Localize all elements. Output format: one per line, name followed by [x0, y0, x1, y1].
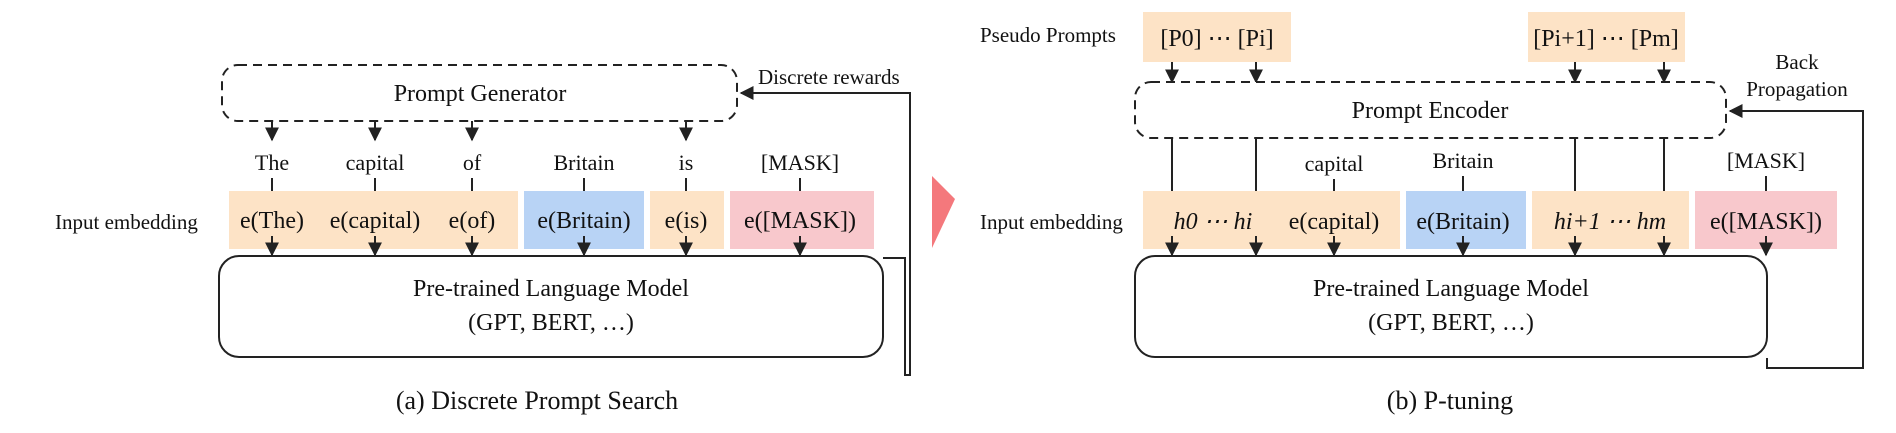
caption-b: (b) P-tuning: [1387, 386, 1513, 415]
prompt-encoder-box: [1134, 81, 1727, 139]
panel-b-p-tuning: Pseudo Prompts [P0] ⋯ [Pi] [Pi+1] ⋯ [Pm]…: [980, 12, 1864, 415]
discrete-rewards-label: Discrete rewards: [758, 65, 900, 89]
back-propagation-arrow: [1728, 104, 1864, 369]
embedding-bg-blue: [1406, 191, 1526, 249]
embedding-bg-pink: [730, 191, 874, 249]
feedback-arrow: [739, 86, 911, 376]
language-model-title: Pre-trained Language Model: [413, 276, 689, 302]
embedding-capital: e(capital): [330, 208, 421, 234]
word-britain: Britain: [1432, 148, 1493, 173]
embedding-of: e(of): [449, 208, 496, 234]
word-mask: [MASK]: [1727, 148, 1805, 173]
language-model-examples: (GPT, BERT, …): [1368, 310, 1534, 336]
word-of: of: [463, 150, 482, 175]
word-the: The: [255, 150, 289, 175]
transition-arrow: [932, 176, 955, 248]
word-capital: capital: [346, 150, 405, 175]
pseudo-prompts-label: Pseudo Prompts: [980, 23, 1116, 47]
panel-a-discrete-prompt-search: Prompt Generator Discrete rewards The ca…: [55, 64, 911, 415]
pseudo-prompt-box-left: [1143, 12, 1291, 62]
embedding-bg-orange: [1143, 191, 1400, 249]
embedding-is: e(is): [665, 208, 708, 234]
language-model-box: [218, 255, 884, 358]
language-model-box: [1134, 255, 1768, 358]
embedding-mask: e([MASK]): [744, 208, 856, 234]
word-mask: [MASK]: [761, 150, 839, 175]
prompt-generator-label: Prompt Generator: [394, 81, 567, 107]
back-propagation-label-line1: Back: [1775, 50, 1819, 74]
back-propagation-label-line2: Propagation: [1746, 77, 1848, 101]
embedding-h-left: h0 ⋯ hi: [1174, 209, 1253, 235]
prompt-encoder-label: Prompt Encoder: [1352, 98, 1509, 124]
input-embedding-label: Input embedding: [55, 210, 198, 234]
input-embedding-label: Input embedding: [980, 210, 1123, 234]
word-britain: Britain: [553, 150, 614, 175]
embedding-the: e(The): [240, 208, 304, 234]
embedding-britain: e(Britain): [1416, 209, 1509, 235]
pseudo-prompt-right-text: [Pi+1] ⋯ [Pm]: [1533, 26, 1679, 52]
word-is: is: [679, 150, 694, 175]
language-model-examples: (GPT, BERT, …): [468, 310, 634, 336]
caption-a: (a) Discrete Prompt Search: [396, 386, 678, 415]
pseudo-prompt-box-right: [1528, 12, 1685, 62]
embedding-capital: e(capital): [1289, 209, 1380, 235]
embedding-h-right: hi+1 ⋯ hm: [1554, 209, 1666, 235]
language-model-title: Pre-trained Language Model: [1313, 276, 1589, 302]
embedding-mask: e([MASK]): [1710, 209, 1822, 235]
pseudo-prompt-left-text: [P0] ⋯ [Pi]: [1160, 26, 1273, 52]
embedding-bg-orange: [229, 191, 518, 249]
prompt-generator-box: [221, 64, 738, 122]
word-capital: capital: [1305, 151, 1364, 176]
embedding-britain: e(Britain): [537, 208, 630, 234]
embedding-bg-orange: [1532, 191, 1689, 249]
